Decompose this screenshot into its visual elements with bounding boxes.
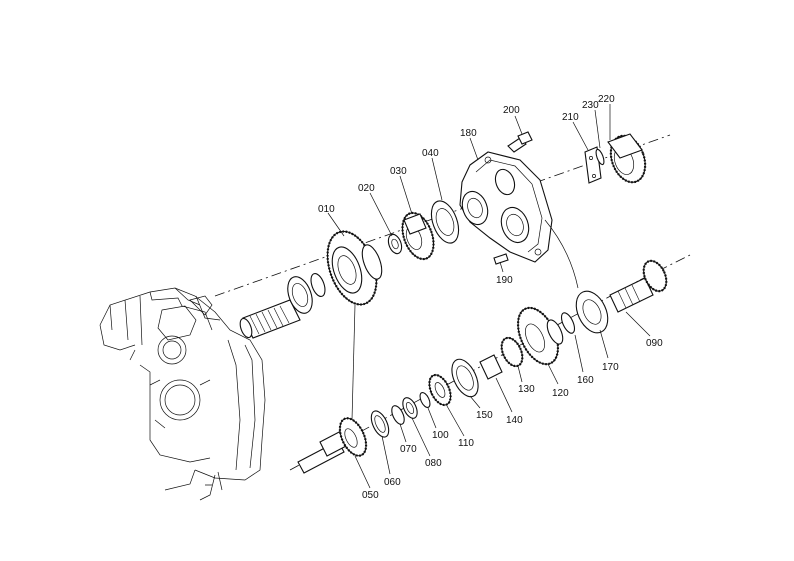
bearing-040	[430, 200, 460, 244]
callout-labels: 010 020 030 040 050 060 070 080 090 100 …	[318, 94, 663, 501]
bolt-200	[507, 131, 533, 153]
callout-130: 130	[518, 384, 535, 395]
callout-100: 100	[432, 430, 449, 441]
callout-050: 050	[362, 490, 379, 501]
washer-100	[419, 392, 431, 408]
bearing-110	[428, 373, 452, 407]
callout-150: 150	[476, 410, 493, 421]
callout-160: 160	[577, 375, 594, 386]
gear-120	[516, 306, 564, 366]
callout-040: 040	[422, 148, 439, 159]
spacer-140	[479, 354, 503, 380]
upper-shaft-bearing	[287, 272, 326, 314]
callout-220: 220	[598, 94, 615, 105]
bearing-170	[575, 290, 609, 334]
spacer-020	[387, 233, 403, 255]
callout-140: 140	[506, 415, 523, 426]
callout-leaders	[327, 104, 651, 489]
callout-010: 010	[318, 204, 335, 215]
callout-200: 200	[503, 105, 520, 116]
callout-170: 170	[602, 362, 619, 373]
callout-210: 210	[562, 112, 579, 123]
callout-190: 190	[496, 275, 513, 286]
coupling-220	[607, 133, 647, 184]
ring-070	[391, 405, 405, 425]
gear-030	[401, 211, 435, 261]
callout-120: 120	[552, 388, 569, 399]
callout-180: 180	[460, 128, 477, 139]
housing-180	[459, 151, 553, 263]
callout-030: 030	[390, 166, 407, 177]
pin-190	[493, 253, 509, 265]
sleeve-150	[451, 358, 479, 398]
callout-090: 090	[646, 338, 663, 349]
ring-060	[370, 410, 390, 438]
gear-010	[326, 230, 383, 306]
bearing-130	[500, 336, 524, 368]
assembly-connectors	[351, 219, 579, 421]
callout-080: 080	[425, 458, 442, 469]
callout-110: 110	[458, 438, 474, 449]
washer-230	[595, 148, 605, 166]
gear-050	[338, 417, 368, 457]
input-shaft-splines	[239, 299, 301, 339]
callout-060: 060	[384, 477, 401, 488]
collar-080	[402, 397, 418, 419]
callout-070: 070	[400, 444, 417, 455]
transmission-case	[99, 287, 266, 501]
callout-230: 230	[582, 100, 599, 111]
ring-160	[560, 312, 576, 334]
shaft-090	[609, 259, 668, 313]
callout-020: 020	[358, 183, 375, 194]
